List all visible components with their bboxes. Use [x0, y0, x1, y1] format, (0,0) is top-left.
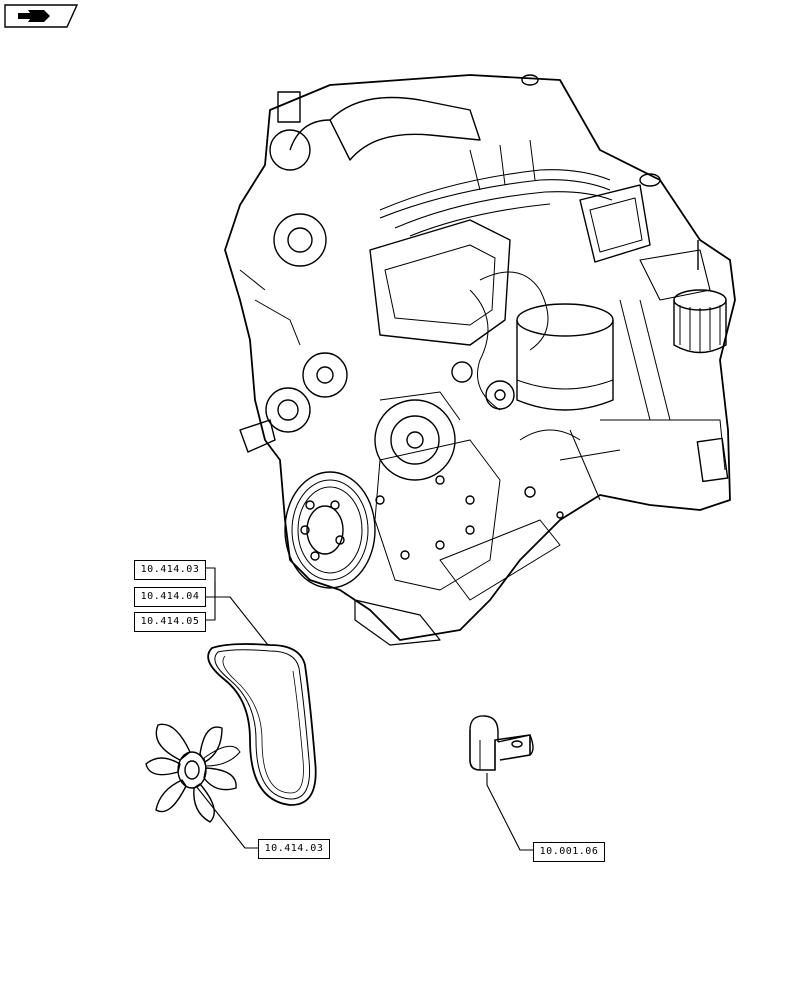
engine-assembly [224, 74, 736, 646]
cooling-fan [145, 723, 241, 823]
ref-label-belt-a[interactable]: 10.414.03 [134, 560, 206, 580]
mounting-bracket [469, 715, 534, 771]
book-arrow-icon[interactable] [4, 4, 78, 28]
ref-label-fan[interactable]: 10.414.03 [258, 839, 330, 859]
drive-belt [207, 643, 317, 806]
ref-label-belt-c[interactable]: 10.414.05 [134, 612, 206, 632]
ref-label-bracket[interactable]: 10.001.06 [533, 842, 605, 862]
leader-lines [195, 567, 533, 851]
ref-label-belt-b[interactable]: 10.414.04 [134, 587, 206, 607]
